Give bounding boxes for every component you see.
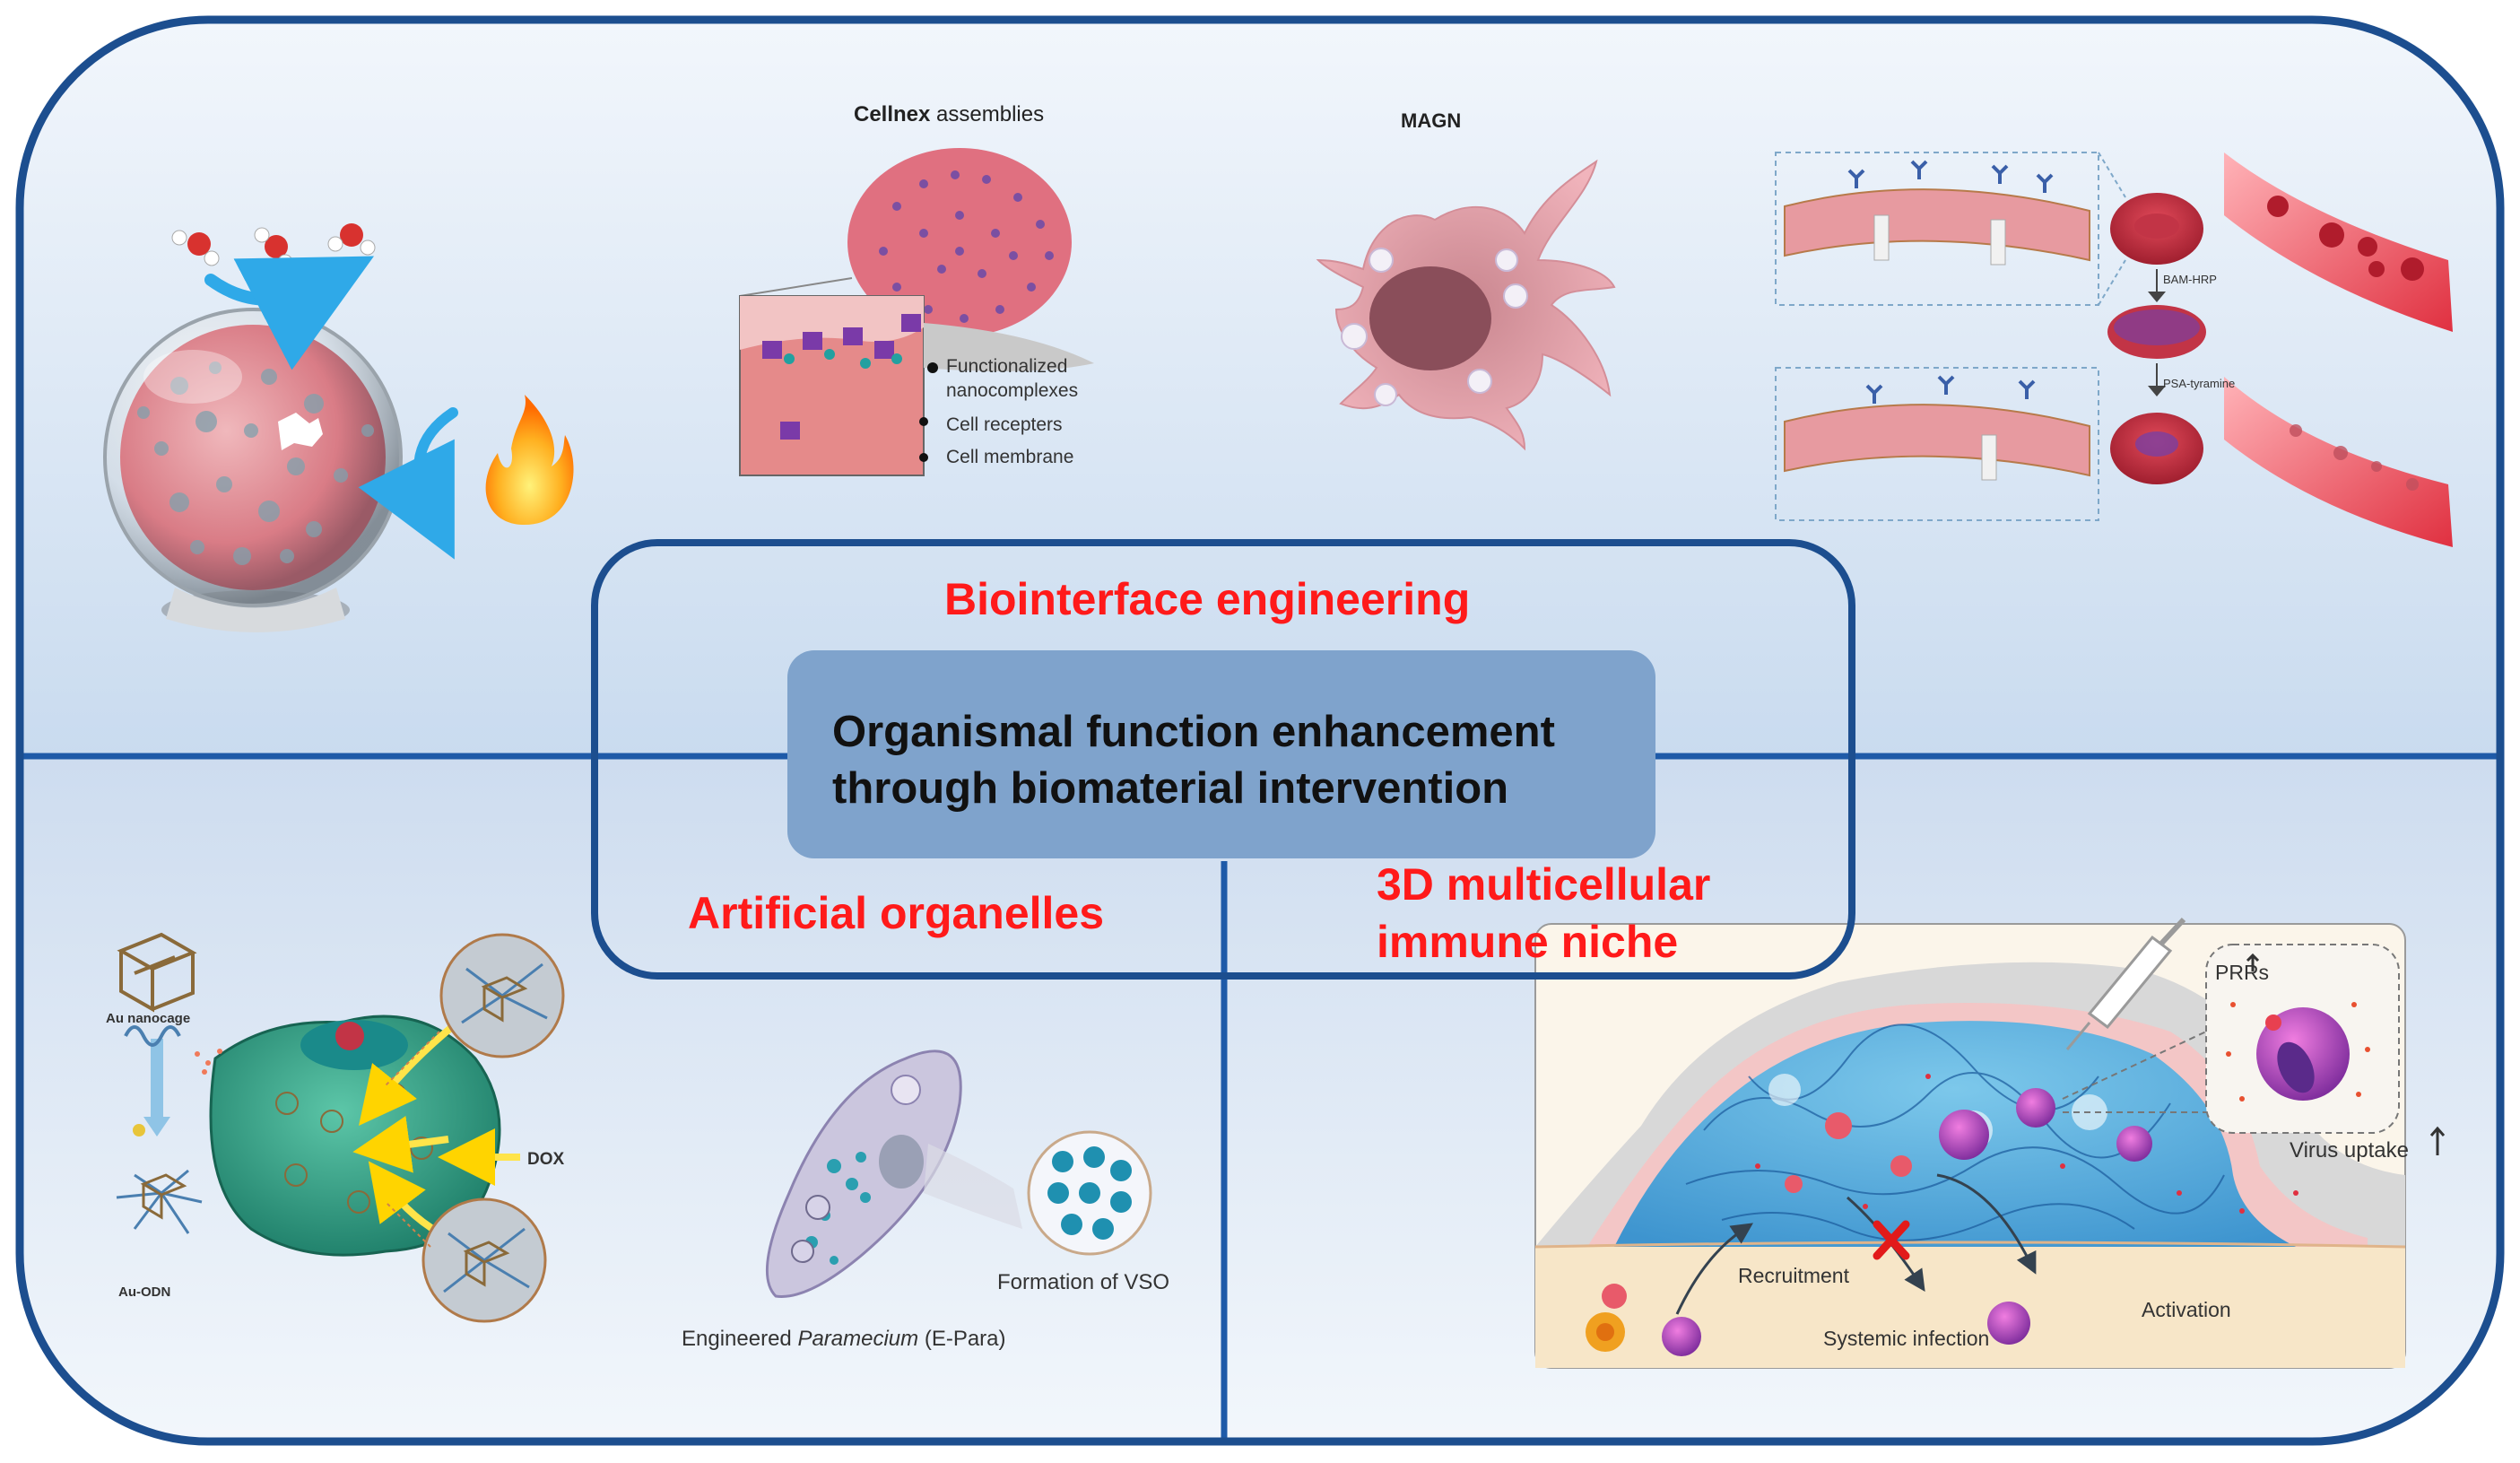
cellnex-title: Cellnex assemblies xyxy=(854,102,1044,126)
rbc-psa-label: PSA-tyramine xyxy=(2163,377,2235,390)
heat-cycle-arrow-icon xyxy=(358,407,458,560)
immune-niche-illustration xyxy=(1534,917,2446,1369)
cellnex-nanocomplex-label-1: Functionalized xyxy=(946,356,1067,377)
outer-frame xyxy=(15,15,2505,1446)
rbc-bam-label: BAM-HRP xyxy=(2163,273,2217,286)
syringe-icon xyxy=(2065,917,2186,1050)
blocked-cross-icon xyxy=(1873,1220,1910,1260)
cellnex-illustration xyxy=(739,148,1094,476)
cellnex-membrane-label: Cell membrane xyxy=(946,447,1073,467)
au-nanocage-illustration xyxy=(116,932,565,1323)
vso-label: Formation of VSO xyxy=(997,1270,1169,1294)
water-flow-arrow-icon xyxy=(204,256,375,370)
glass-sphere-illustration xyxy=(103,308,403,632)
theme-immune-niche-line-1: 3D multicellular xyxy=(1377,859,1710,910)
dox-label: DOX xyxy=(527,1150,565,1169)
water-molecules-icon xyxy=(171,223,376,270)
au-odn-label: Au-ODN xyxy=(118,1284,170,1300)
membrane-vessel-illustration xyxy=(1775,152,2453,547)
virus-uptake-label: Virus uptake xyxy=(2290,1138,2409,1163)
theme-biointerface-engineering: Biointerface engineering xyxy=(944,574,1470,624)
center-title-box xyxy=(787,650,1655,858)
magn-cell-illustration xyxy=(1316,159,1616,451)
recruitment-label: Recruitment xyxy=(1738,1264,1850,1287)
prrs-label: PRRs xyxy=(2215,961,2269,984)
cellnex-nanocomplex-label-2: nanocomplexes xyxy=(946,380,1078,401)
paramecium-label: Engineered Paramecium (E-Para) xyxy=(682,1327,1006,1351)
center-title-line-1: Organismal function enhancement xyxy=(832,708,1555,756)
activation-label: Activation xyxy=(2142,1298,2231,1321)
paramecium-illustration xyxy=(765,1049,1152,1298)
center-theme-frame xyxy=(591,539,1855,980)
flame-icon xyxy=(485,395,574,525)
systemic-infection-label: Systemic infection xyxy=(1823,1327,1989,1350)
theme-artificial-organelles: Artificial organelles xyxy=(688,888,1104,938)
au-nanocage-label: Au nanocage xyxy=(106,1011,190,1026)
center-title-line-2: through biomaterial intervention xyxy=(832,764,1508,813)
theme-immune-niche-line-2: immune niche xyxy=(1377,917,1678,967)
cellnex-receptors-label: Cell recepters xyxy=(946,414,1063,435)
magn-title: MAGN xyxy=(1401,109,1461,132)
